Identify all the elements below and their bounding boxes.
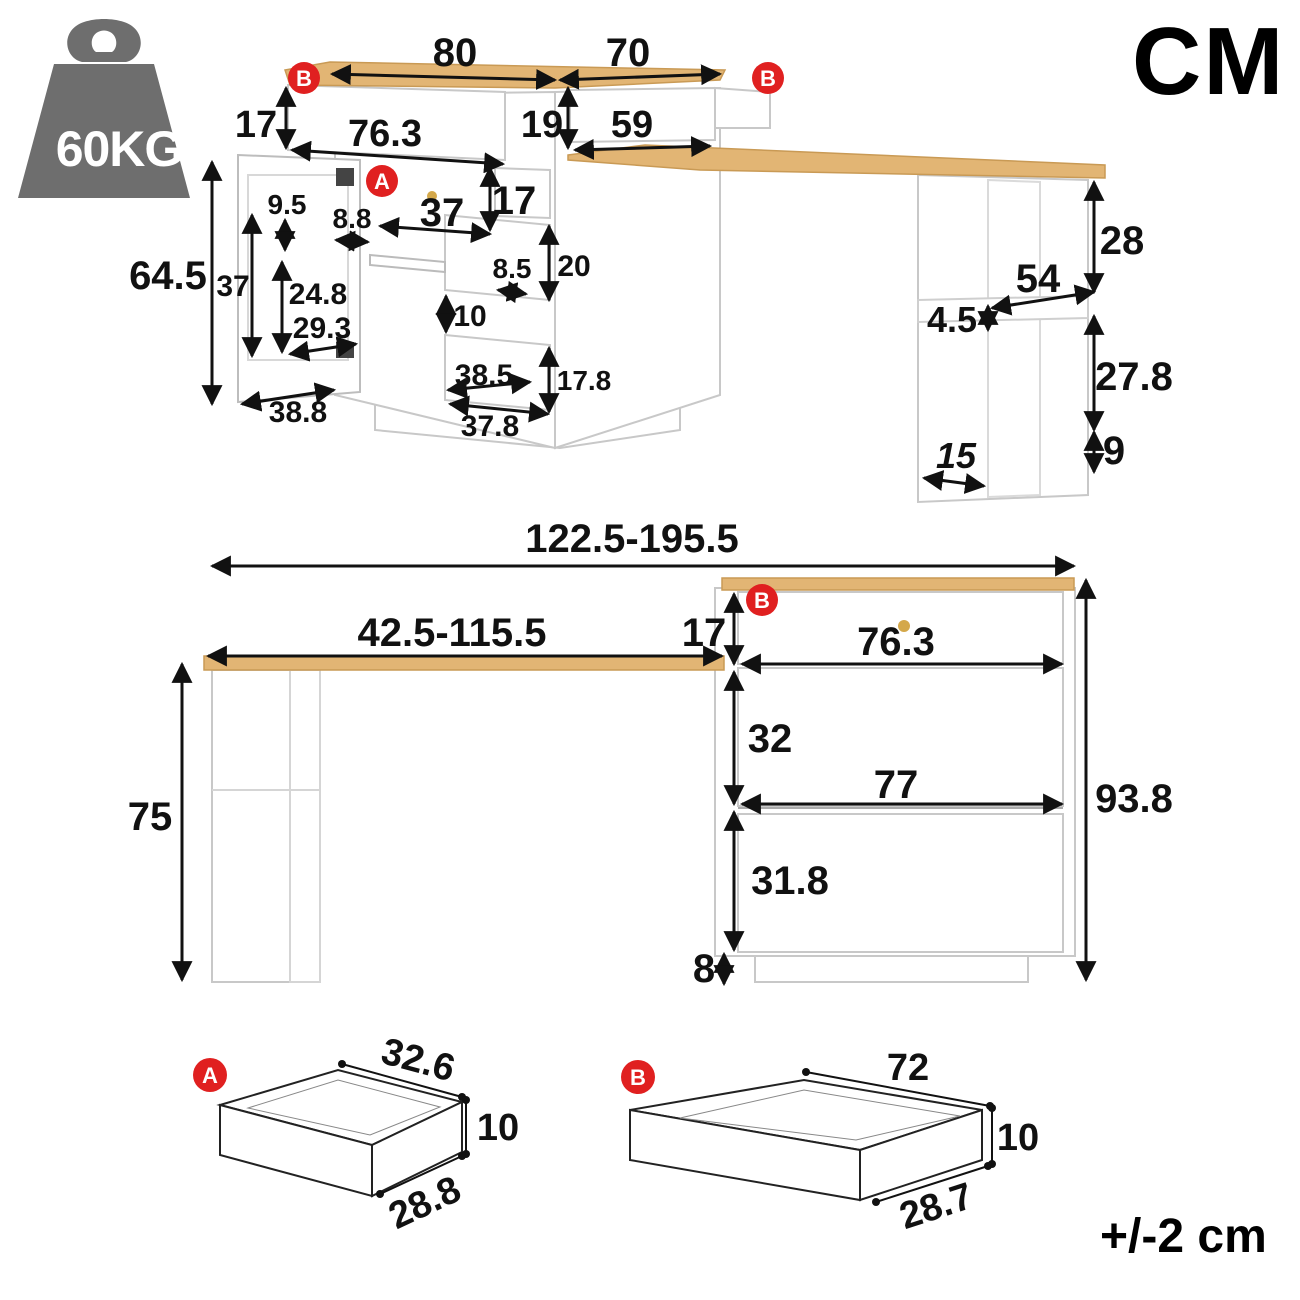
drawer-b-dim-dots <box>802 1068 996 1206</box>
drawer-b-height-label: 10 <box>997 1117 1039 1159</box>
upper-shelf-height-label: 32 <box>748 717 793 761</box>
drawer-width-label: 76.3 <box>348 113 422 155</box>
top-width-left-label: 80 <box>433 31 478 75</box>
leg-width-label: 54 <box>1016 257 1061 301</box>
cabinet-height-label: 64.5 <box>129 254 207 298</box>
marker-b-text: B <box>754 588 770 613</box>
side-depth-label: 38.8 <box>269 396 327 429</box>
front-cabinet-top <box>721 577 1075 591</box>
marker-b-badge: B <box>621 1060 655 1094</box>
lower-compartment-width-label: 38.5 <box>455 359 513 392</box>
top-view-dimension-lines <box>201 64 1105 494</box>
drawer-a-dimension-lines <box>341 1063 467 1195</box>
lower-shelf-height-label: 31.8 <box>751 859 829 903</box>
leg-lower-height-label: 27.8 <box>1095 355 1173 399</box>
small-drawer-width-label: 59 <box>611 104 653 146</box>
gap-label: 10 <box>453 300 486 333</box>
drawer-height-label: 17 <box>235 104 277 146</box>
leg-shelf-thickness-label: 4.5 <box>927 299 977 340</box>
desk-extension-label: 42.5-115.5 <box>357 611 546 655</box>
lower-compartment-height-label: 17.8 <box>557 365 612 396</box>
drawer-a-height-label: 10 <box>477 1107 519 1149</box>
front-view-furniture <box>211 587 1076 983</box>
shelf-width-label: 77 <box>874 763 919 807</box>
handle-width-label: 8.5 <box>493 253 532 284</box>
plinth-height-label: 8 <box>693 947 715 991</box>
marker-b-badge: B <box>746 584 778 616</box>
front-view-dimension-lines <box>171 555 1097 987</box>
marker-b-badge: B <box>752 62 784 94</box>
drawer-b-dimension-lines <box>805 1071 993 1203</box>
door-width-label: 29.3 <box>293 312 351 345</box>
marker-a-badge: A <box>193 1058 227 1092</box>
front-view-labels: 122.5-195.5 42.5-115.5 17 76.3 32 77 31.… <box>128 517 1173 991</box>
upper-drawer-height-label: 17 <box>492 179 537 223</box>
knob-icon <box>898 620 910 632</box>
weight-label: 60KG <box>55 121 184 177</box>
leg-thickness-label: 15 <box>936 435 977 476</box>
drawer-b-length-label: 72 <box>887 1047 929 1089</box>
front-desk-top <box>203 655 725 671</box>
leg-bottom-gap-label: 9 <box>1103 429 1125 473</box>
leg-upper-height-label: 28 <box>1100 219 1145 263</box>
front-drawer-height-label: 17 <box>682 611 727 655</box>
cabinet-height-label: 93.8 <box>1095 777 1173 821</box>
small-drawer-height-label: 19 <box>521 104 563 146</box>
upper-compartment-height-label: 20 <box>557 250 590 283</box>
knob-icon <box>427 191 437 201</box>
marker-a-text: A <box>374 169 390 194</box>
drawer-a-illustration <box>216 1068 465 1198</box>
unit-label: CM <box>1132 8 1286 115</box>
desk-height-label: 75 <box>128 795 173 839</box>
front-drawer-width-label: 76.3 <box>857 620 935 664</box>
marker-a-text: A <box>202 1063 218 1088</box>
door-height-label: 37 <box>216 270 249 303</box>
drawer-b-labels: 72 10 28.7 <box>887 1047 1039 1238</box>
marker-b-text: B <box>296 66 312 91</box>
total-width-label: 122.5-195.5 <box>525 517 739 561</box>
top-width-right-label: 70 <box>606 31 651 75</box>
door-lower-height-label: 24.8 <box>289 278 347 311</box>
top-view-labels: 80 70 17 76.3 19 59 64.5 37 9.5 8.8 24.8… <box>129 31 1173 476</box>
marker-b-text: B <box>760 66 776 91</box>
door-shelf-depth-label: 8.8 <box>333 203 372 234</box>
marker-a-badge: A <box>366 165 398 197</box>
weight-badge: 60KG <box>14 12 194 202</box>
marker-b-badge: B <box>288 62 320 94</box>
inner-width-label: 37 <box>420 191 465 235</box>
drawer-a-dim-dots <box>338 1060 470 1198</box>
weight-icon <box>18 19 190 198</box>
tolerance-label: +/-2 cm <box>1100 1210 1267 1263</box>
drawer-b-illustration <box>629 1078 983 1202</box>
base-width-label: 37.8 <box>461 410 519 443</box>
door-shelf-gap-label: 9.5 <box>268 189 307 220</box>
drawer-a-length-label: 32.6 <box>377 1031 459 1091</box>
marker-b-text: B <box>630 1065 646 1090</box>
